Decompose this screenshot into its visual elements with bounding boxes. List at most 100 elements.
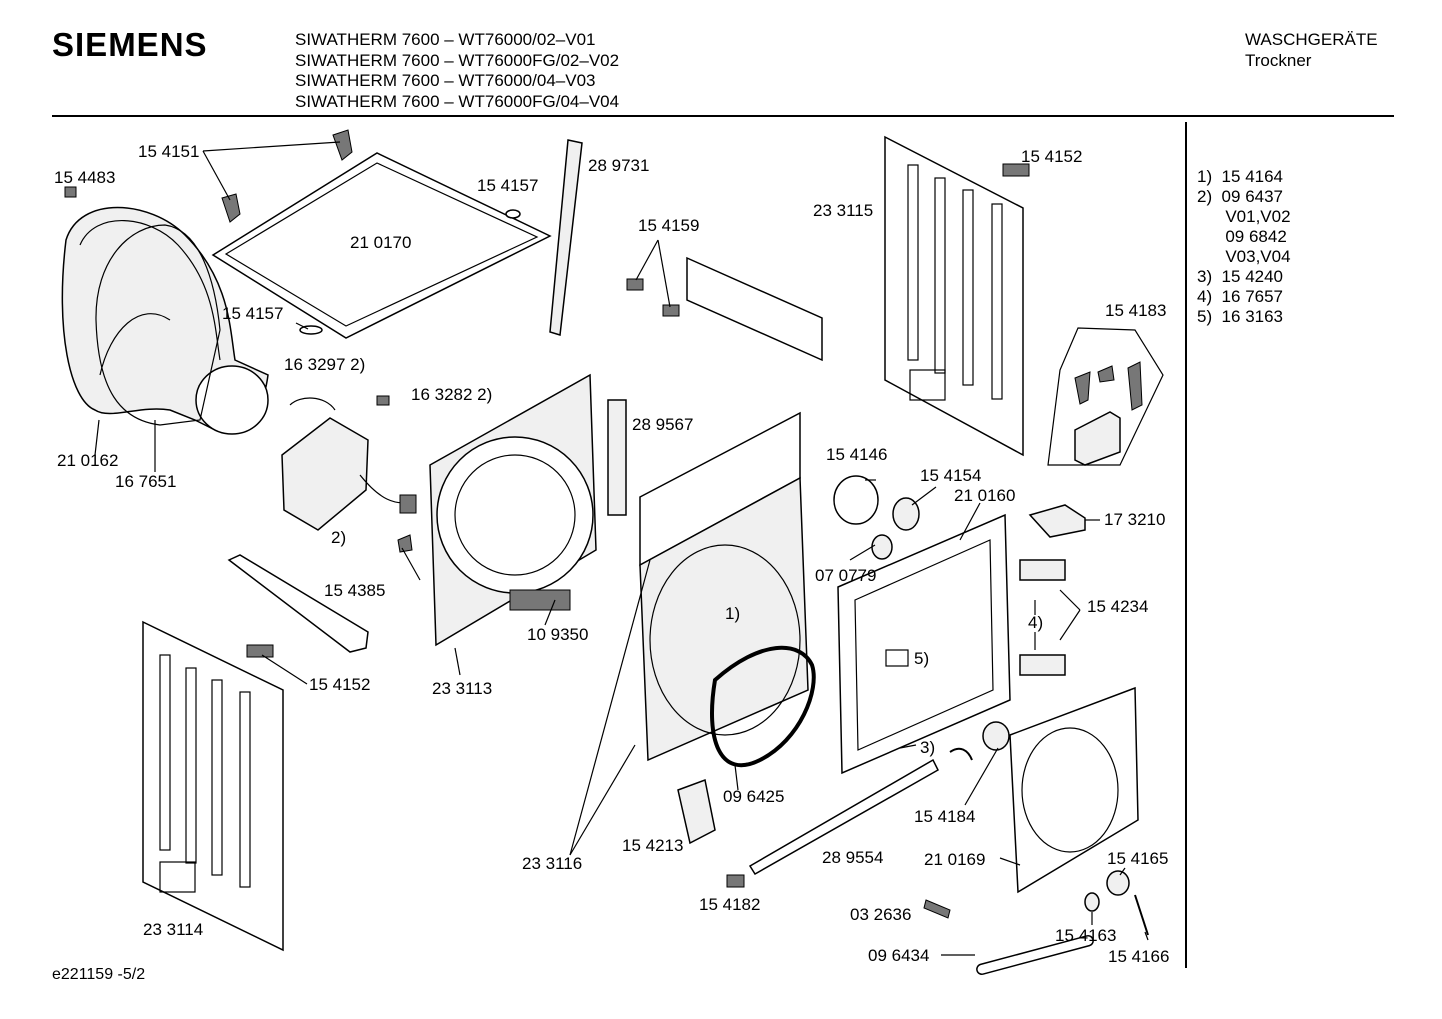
pad-15-4152-right[interactable] xyxy=(1002,163,1030,177)
strip-28-9554[interactable] xyxy=(748,758,939,876)
model-line: SIWATHERM 7600 – WT76000/04–V03 xyxy=(295,71,596,90)
label-15-4183: 15 4183 xyxy=(1105,301,1166,320)
bracket-top-right[interactable] xyxy=(332,129,353,161)
label-09-6434: 09 6434 xyxy=(868,946,929,965)
label-10-9350: 10 9350 xyxy=(527,625,588,644)
rail-lower-left[interactable] xyxy=(227,554,369,653)
clip-15-4385[interactable] xyxy=(397,534,413,553)
parts xyxy=(61,129,1164,976)
door[interactable] xyxy=(1009,686,1139,894)
category-title: WASCHGERÄTE xyxy=(1245,30,1378,49)
label-09-6425: 09 6425 xyxy=(723,787,784,806)
brand-logo: SIEMENS xyxy=(52,26,208,63)
cable-15-4184[interactable] xyxy=(949,747,973,761)
label-03-2636: 03 2636 xyxy=(850,905,911,924)
strap-09-6434[interactable] xyxy=(976,935,1094,976)
lamp-bulb[interactable] xyxy=(871,534,893,560)
electronic-module[interactable] xyxy=(281,397,417,531)
footnote-item: 5) 16 3163 xyxy=(1197,307,1284,326)
label-15-4385: 15 4385 xyxy=(324,581,385,600)
latch-housing xyxy=(1074,411,1121,466)
leader-lines xyxy=(94,141,1149,956)
label-15-4234: 15 4234 xyxy=(1087,597,1148,616)
label-15-4146: 15 4146 xyxy=(826,445,887,464)
pad-upper[interactable] xyxy=(505,209,521,219)
hinge-lower[interactable] xyxy=(1019,654,1066,676)
clip-15-4182[interactable] xyxy=(726,874,745,888)
label-16-7651: 16 7651 xyxy=(115,472,176,491)
label-15-4157-lower: 15 4157 xyxy=(222,304,283,323)
label-note-5: 5) xyxy=(914,649,929,668)
label-21-0162: 21 0162 xyxy=(57,451,118,470)
footnote-list: 1) 15 4164 2) 09 6437 V01,V02 09 6842 V0… xyxy=(1197,167,1291,327)
drawing-id: e221159 -5/2 xyxy=(52,966,146,983)
label-15-4152-right: 15 4152 xyxy=(1021,147,1082,166)
label-28-9567: 28 9567 xyxy=(632,415,693,434)
label-note-3: 3) xyxy=(920,738,935,757)
part-set-15-4183[interactable] xyxy=(1047,327,1164,466)
label-07-0779: 07 0779 xyxy=(815,566,876,585)
label-15-4152-left: 15 4152 xyxy=(309,675,370,694)
part-17-3210[interactable] xyxy=(1028,504,1086,538)
part-15-4213[interactable] xyxy=(677,778,716,845)
foot-15-4163[interactable] xyxy=(1084,892,1100,912)
hinge-upper[interactable] xyxy=(1019,559,1066,581)
front-frame[interactable] xyxy=(639,411,809,762)
mounting-bar[interactable] xyxy=(686,256,823,362)
part-28-9567[interactable] xyxy=(607,399,627,516)
air-duct[interactable] xyxy=(61,206,269,435)
top-cover[interactable] xyxy=(211,152,552,339)
screw-15-4483[interactable] xyxy=(64,186,77,198)
label-15-4159: 15 4159 xyxy=(638,216,699,235)
seal-16-7651[interactable] xyxy=(95,224,221,426)
pin-upper[interactable] xyxy=(626,278,644,291)
footnote-item: V01,V02 xyxy=(1197,207,1291,226)
footnote-item: 4) 16 7657 xyxy=(1197,287,1284,306)
rail-28-9731[interactable] xyxy=(549,139,583,336)
front-panel[interactable] xyxy=(837,513,1011,775)
pin-15-4166[interactable] xyxy=(1134,894,1149,936)
label-15-4483: 15 4483 xyxy=(54,168,115,187)
screw-03-2636[interactable] xyxy=(923,899,951,919)
footnote-item: 1) 15 4164 xyxy=(1197,167,1284,186)
category-subtitle: Trockner xyxy=(1245,50,1312,70)
label-16-3282: 16 3282 2) xyxy=(411,385,492,404)
label-23-3116: 23 3116 xyxy=(522,854,582,873)
pad-15-4152-left[interactable] xyxy=(246,644,274,658)
side-panel-right[interactable] xyxy=(884,135,1024,457)
latch-part xyxy=(1127,361,1143,411)
rear-panel-left[interactable] xyxy=(142,620,284,952)
door-seal[interactable] xyxy=(710,645,816,768)
label-15-4157-upper: 15 4157 xyxy=(477,176,538,195)
footnote-divider xyxy=(1185,122,1187,968)
header-divider xyxy=(52,115,1394,117)
foot-15-4165[interactable] xyxy=(1106,870,1130,896)
model-line: SIWATHERM 7600 – WT76000FG/02–V02 xyxy=(295,50,620,70)
category-block: WASCHGERÄTE Trockner xyxy=(1245,30,1378,71)
pin-lower[interactable] xyxy=(662,304,680,317)
label-23-3114: 23 3114 xyxy=(143,920,203,939)
label-21-0160: 21 0160 xyxy=(954,486,1015,505)
label-15-4163: 15 4163 xyxy=(1055,926,1116,945)
top-cover-inner xyxy=(224,162,539,327)
label-note-2: 2) xyxy=(331,528,346,547)
model-line: SIWATHERM 7600 – WT76000/02–V01 xyxy=(295,30,596,49)
label-15-4154: 15 4154 xyxy=(920,466,981,485)
footnote-item: 2) 09 6437 xyxy=(1197,187,1284,206)
label-23-3113: 23 3113 xyxy=(432,679,492,698)
connector-16-3282[interactable] xyxy=(376,395,390,406)
footnote-item: 09 6842 xyxy=(1197,227,1287,246)
rear-wall[interactable] xyxy=(429,373,597,647)
label-17-3210: 17 3210 xyxy=(1104,510,1165,529)
model-list: SIWATHERM 7600 – WT76000/02–V01 SIWATHER… xyxy=(295,30,619,112)
latch-part xyxy=(1097,365,1115,383)
label-28-9731: 28 9731 xyxy=(588,156,649,175)
knob[interactable] xyxy=(982,721,1010,751)
lamp-cover[interactable] xyxy=(833,475,879,525)
label-15-4151: 15 4151 xyxy=(138,142,199,161)
label-note-4: 4) xyxy=(1028,613,1043,632)
label-23-3115: 23 3115 xyxy=(813,201,873,220)
bracket-top-left[interactable] xyxy=(221,193,241,223)
lamp-socket[interactable] xyxy=(892,497,920,531)
